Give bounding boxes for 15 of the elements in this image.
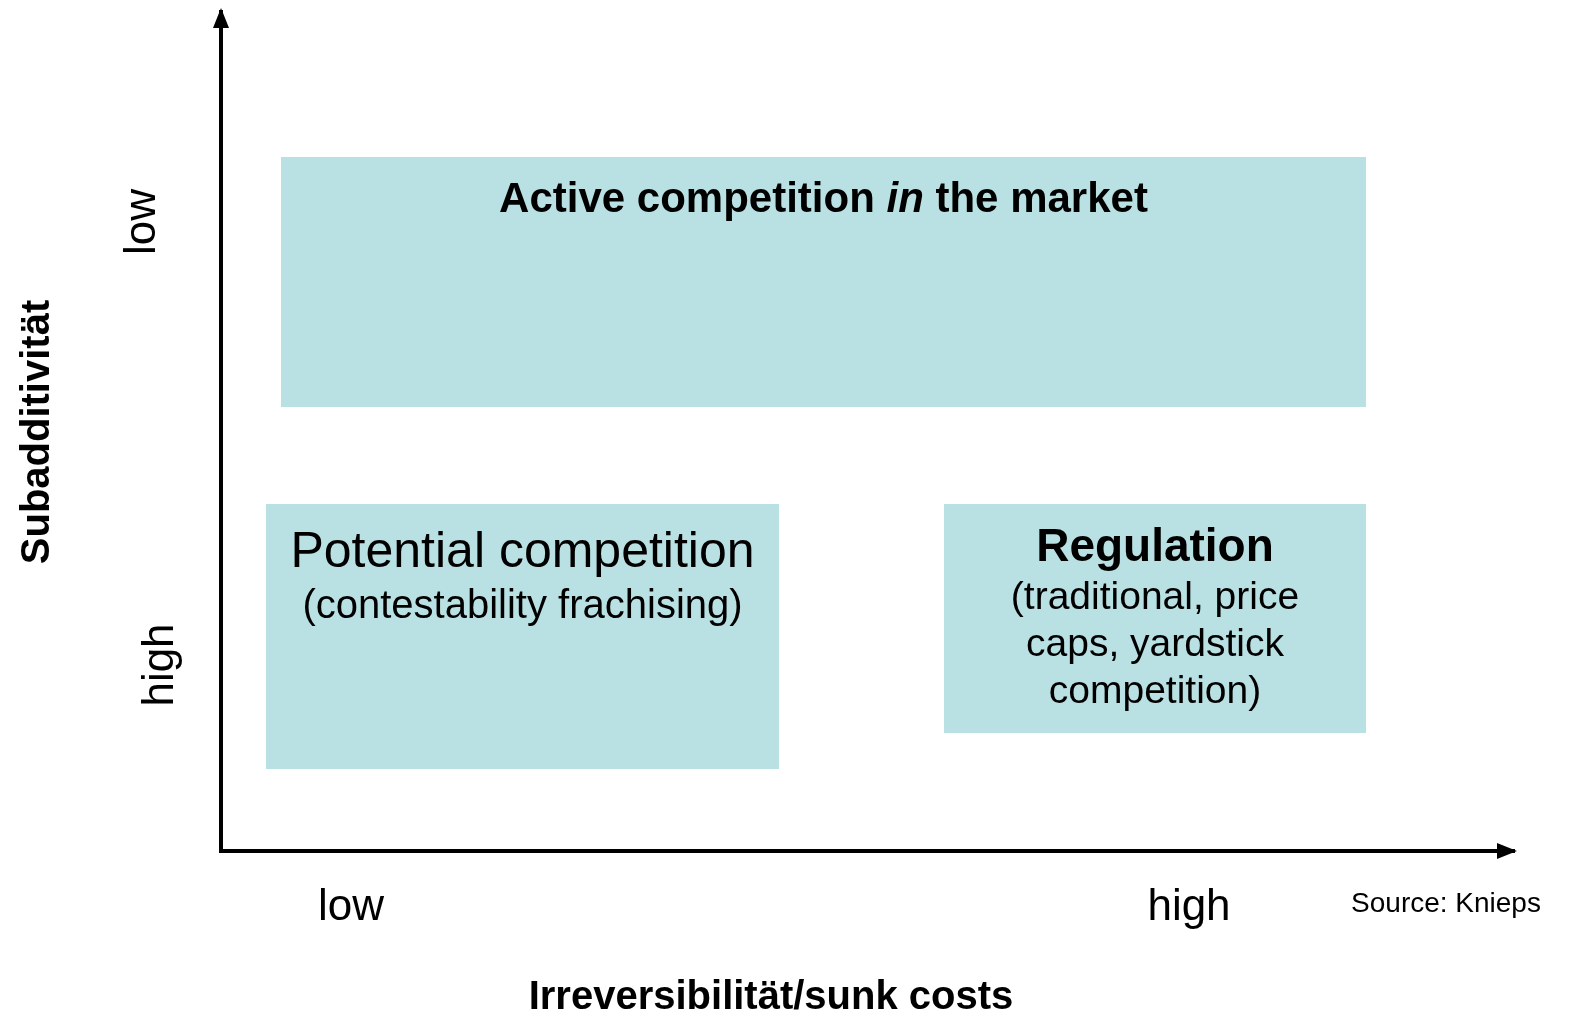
source-note: Source: Knieps	[1351, 889, 1541, 917]
box-note: (traditional, price caps, yardstick competition)	[1009, 573, 1301, 713]
quadrant-box	[944, 504, 1366, 733]
axis-title: Irreversibilität/sunk costs	[528, 975, 1014, 1015]
box-note: (contestability frachising)	[302, 581, 743, 628]
quadrant-box	[281, 157, 1366, 407]
axis-title: Subadditivität	[15, 299, 55, 565]
box-heading: Active competition in the market	[499, 173, 1148, 223]
axis-tick-label: low	[318, 883, 384, 927]
axis-tick-label: low	[118, 189, 162, 255]
axis-tick-label: high	[136, 623, 180, 707]
box-heading: Potential competition	[290, 521, 755, 580]
axis-tick-label: high	[1147, 883, 1231, 927]
box-heading: Regulation	[1036, 518, 1274, 573]
quadrant-box	[266, 504, 779, 769]
